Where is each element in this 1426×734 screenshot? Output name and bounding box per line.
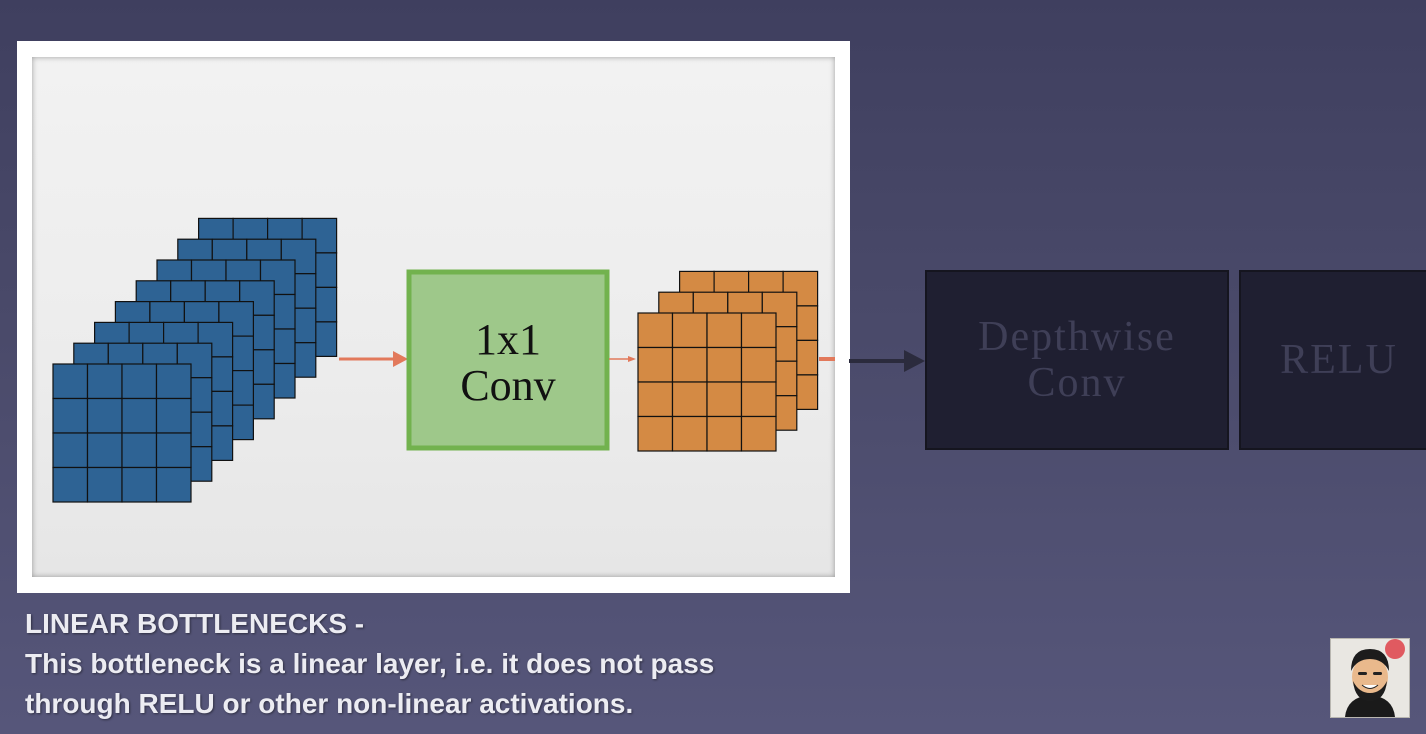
- caption-heading: LINEAR BOTTLENECKS -: [25, 608, 365, 639]
- input-tensor-cell: [52, 432, 89, 469]
- input-tensor-stack: [52, 217, 338, 503]
- input-tensor-cell: [52, 363, 89, 400]
- output-tensor-stack: [637, 270, 819, 452]
- conv-box-line2: Conv: [460, 361, 555, 410]
- output-tensor-cell: [637, 346, 674, 383]
- output-tensor-cell: [740, 381, 777, 418]
- input-tensor-cell: [155, 397, 192, 434]
- input-to-conv-arrowhead: [393, 351, 408, 367]
- diagram-frame: 1x1 Conv: [17, 41, 850, 593]
- diagram-panel: 1x1 Conv: [32, 57, 835, 577]
- output-tensor-cell: [706, 312, 743, 349]
- output-tensor-cell: [740, 415, 777, 452]
- output-tensor-cell: [637, 415, 674, 452]
- output-tensor-cell: [671, 346, 708, 383]
- input-tensor-cell: [155, 466, 192, 503]
- input-tensor-layer: [52, 363, 192, 503]
- output-tensor-cell: [637, 381, 674, 418]
- input-tensor-cell: [155, 363, 192, 400]
- input-tensor-cell: [86, 466, 123, 503]
- depthwise-box-line1: Depthwise: [978, 314, 1176, 360]
- input-tensor-cell: [121, 466, 158, 503]
- output-tensor-cell: [671, 381, 708, 418]
- input-tensor-cell: [86, 397, 123, 434]
- output-tensor-cell: [740, 346, 777, 383]
- input-tensor-cell: [121, 363, 158, 400]
- caption-line1: This bottleneck is a linear layer, i.e. …: [25, 648, 715, 679]
- conv-box-line1: 1x1: [475, 315, 541, 364]
- depthwise-conv-box: Depthwise Conv: [925, 270, 1229, 450]
- to-depthwise-arrow: [849, 350, 925, 372]
- input-tensor-cell: [52, 466, 89, 503]
- output-tensor-cell: [706, 381, 743, 418]
- input-tensor-cell: [155, 432, 192, 469]
- bearded-man-avatar-icon: [1330, 638, 1410, 718]
- depthwise-box-line2: Conv: [1027, 360, 1127, 406]
- output-tensor-cell: [671, 312, 708, 349]
- input-tensor-cell: [86, 363, 123, 400]
- input-tensor-cell: [52, 397, 89, 434]
- conv-1x1-box: [406, 269, 610, 451]
- output-tensor-cell: [706, 346, 743, 383]
- relu-box: RELU: [1239, 270, 1426, 450]
- input-tensor-cell: [121, 432, 158, 469]
- output-tensor-cell: [740, 312, 777, 349]
- output-tensor-cell: [706, 415, 743, 452]
- caption: LINEAR BOTTLENECKS - This bottleneck is …: [25, 604, 714, 724]
- bottleneck-diagram: 1x1 Conv: [52, 217, 835, 503]
- conv-to-output-arrowhead: [628, 356, 636, 362]
- relu-box-label: RELU: [1280, 337, 1398, 383]
- input-tensor-cell: [121, 397, 158, 434]
- output-tensor-layer: [637, 312, 777, 452]
- output-tensor-cell: [637, 312, 674, 349]
- output-exit-arrow-stub: [819, 357, 835, 361]
- caption-line2: through RELU or other non-linear activat…: [25, 688, 634, 719]
- input-tensor-cell: [86, 432, 123, 469]
- output-tensor-cell: [671, 415, 708, 452]
